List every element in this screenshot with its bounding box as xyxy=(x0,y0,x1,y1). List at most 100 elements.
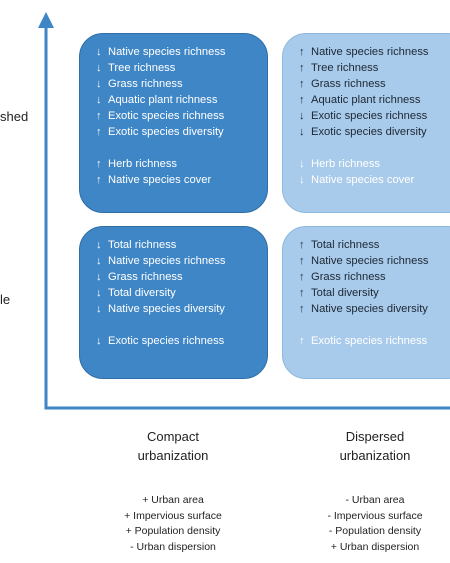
arrow-up-icon: ↑ xyxy=(96,126,102,138)
quadrant-item: ↓ Exotic species richness xyxy=(96,333,255,349)
arrow-up-icon: ↑ xyxy=(299,335,305,347)
quadrant-item: ↑ Native species richness xyxy=(299,44,450,60)
arrow-down-icon: ↓ xyxy=(96,335,102,347)
arrow-down-icon: ↓ xyxy=(96,239,102,251)
arrow-up-icon: ↑ xyxy=(299,239,305,251)
quadrant-item: ↓ Tree richness xyxy=(96,60,255,76)
quadrant-item: ↑Native species cover xyxy=(96,172,255,188)
arrow-down-icon: ↓ xyxy=(299,174,305,186)
arrow-down-icon: ↓ xyxy=(96,287,102,299)
quadrant-item: ↑ Grass richness xyxy=(299,76,450,92)
quadrant-item-text: Exotic species diversity xyxy=(108,126,224,138)
characteristic-item: + Urban area xyxy=(142,494,204,506)
quadrant-item: ↑ Herb richness xyxy=(96,156,255,172)
quadrant-item: ↓Herb richness xyxy=(299,156,450,172)
quadrant-item-text: Grass richness xyxy=(108,271,183,283)
axis-label-bottom-fragment: le xyxy=(0,292,11,307)
quadrant-item-text: Native species diversity xyxy=(108,303,225,315)
quadrant-dispersed-top: ↑Native species richness↑Tree richness↑G… xyxy=(282,33,450,213)
arrow-up-icon: ↑ xyxy=(96,174,102,186)
quadrant-item-text: Native species cover xyxy=(311,174,415,186)
quadrant-item: ↑ Native species richness xyxy=(299,253,450,269)
quadrant-item: ↓ Exotic species richness xyxy=(299,108,450,124)
arrow-up-icon: ↑ xyxy=(299,287,305,299)
quadrant-item-text: Grass richness xyxy=(311,78,386,90)
quadrant-dispersed-bottom: ↑Total richness↑Native species richness↑… xyxy=(282,226,450,379)
list-spacer xyxy=(96,140,255,156)
quadrant-item: ↓ Native species richness xyxy=(96,44,255,60)
axis-label-top-fragment: shed xyxy=(0,109,29,124)
quadrant-item: ↓Grass richness xyxy=(96,76,255,92)
arrow-up-icon: ↑ xyxy=(299,46,305,58)
quadrant-item: ↓Exotic species diversity xyxy=(299,124,450,140)
arrow-up-icon: ↑ xyxy=(96,158,102,170)
quadrant-item: ↓ Native species cover xyxy=(299,172,450,188)
quadrant-item: ↑ Grass richness xyxy=(299,269,450,285)
quadrant-item: ↓Native species richness xyxy=(96,253,255,269)
quadrant-compact-top: ↓ Native species richness ↓ Tree richness ↓G… xyxy=(79,33,268,213)
quadrant-item-text: Total diversity xyxy=(311,287,379,299)
arrow-down-icon: ↓ xyxy=(96,46,102,58)
quadrant-item-text: Exotic species richness xyxy=(311,110,428,122)
quadrant-item-text: Native species richness xyxy=(108,255,226,267)
quadrant-item: ↑Native species diversity xyxy=(299,301,450,317)
quadrant-compact-bottom: ↓Total richness↓Native species richness↓… xyxy=(79,226,268,379)
quadrant-item-text: Native species richness xyxy=(311,46,429,58)
quadrant-item-text: Total diversity xyxy=(108,287,176,299)
characteristic-item: + Population density xyxy=(125,525,221,537)
quadrant-item-text: Total richness xyxy=(311,239,380,251)
quadrant-item: ↓ Native species diversity xyxy=(96,301,255,317)
arrow-down-icon: ↓ xyxy=(96,62,102,74)
quadrant-item-text: Exotic species richness xyxy=(108,335,225,347)
arrow-down-icon: ↓ xyxy=(299,158,305,170)
quadrant-item-text: Native species richness xyxy=(108,46,226,58)
quadrant-item-text: Native species diversity xyxy=(311,303,428,315)
characteristic-item: - Impervious surface xyxy=(327,509,423,522)
characteristic-item: - Population density xyxy=(328,525,422,537)
arrow-down-icon: ↓ xyxy=(299,126,305,138)
quadrant-item-text: Total richness xyxy=(108,239,177,251)
arrow-down-icon: ↓ xyxy=(96,303,102,315)
quadrant-item: ↓ Grass richness xyxy=(96,269,255,285)
quadrant-item-text: Aquatic plant richness xyxy=(108,94,218,106)
quadrant-item-text: Herb richness xyxy=(108,158,178,170)
column-title-line: Compact xyxy=(146,429,200,444)
quadrant-item: ↑ Exotic species diversity xyxy=(96,124,255,140)
quadrant-item-text: Native species richness xyxy=(311,255,429,267)
quadrant-item: ↑ Total richness xyxy=(299,237,450,253)
quadrant-item: ↓ Aquatic plant richness xyxy=(96,92,255,108)
quadrant-item: ↑ Total diversity xyxy=(299,285,450,301)
list-spacer xyxy=(299,317,450,333)
column-title-line: Dispersed xyxy=(345,429,405,444)
arrow-up-icon: ↑ xyxy=(299,255,305,267)
quadrant-list: ↓Total richness↓Native species richness↓… xyxy=(96,237,255,349)
quadrant-list: ↓ Native species richness ↓ Tree richness ↓G… xyxy=(96,44,255,188)
arrow-up-icon: ↑ xyxy=(299,271,305,283)
characteristic-item: - Urban dispersion xyxy=(130,540,216,553)
arrow-down-icon: ↓ xyxy=(96,94,102,106)
arrow-down-icon: ↓ xyxy=(299,110,305,122)
quadrant-item-text: Grass richness xyxy=(311,271,386,283)
list-spacer xyxy=(299,140,450,156)
dispersed-characteristics: - Urban area - Impervious surface - Popu… xyxy=(300,493,450,555)
quadrant-item-text: Exotic species richness xyxy=(108,110,225,122)
arrow-down-icon: ↓ xyxy=(96,271,102,283)
characteristic-item: + Urban dispersion xyxy=(330,540,420,553)
column-title-compact: Compact urbanization xyxy=(98,427,248,465)
column-title-line: urbanization xyxy=(339,448,411,463)
quadrant-item-text: Tree richness xyxy=(108,62,176,74)
arrow-up-icon: ↑ xyxy=(96,110,102,122)
quadrant-list: ↑Native species richness↑Tree richness↑G… xyxy=(299,44,450,188)
quadrant-item: ↑ Exotic species richness xyxy=(96,108,255,124)
quadrant-item-text: Exotic species richness xyxy=(311,335,428,347)
arrow-up-icon: ↑ xyxy=(299,62,305,74)
arrow-down-icon: ↓ xyxy=(96,78,102,90)
quadrant-item: ↓ Total richness xyxy=(96,237,255,253)
characteristic-item: - Urban area xyxy=(345,494,405,506)
compact-characteristics: + Urban area + Impervious surface + Popu… xyxy=(98,493,248,555)
quadrant-list: ↑Total richness↑Native species richness↑… xyxy=(299,237,450,349)
y-axis-arrowhead xyxy=(38,12,54,28)
arrow-up-icon: ↑ xyxy=(299,78,305,90)
quadrant-item: ↑ Exotic species richness xyxy=(299,333,450,349)
